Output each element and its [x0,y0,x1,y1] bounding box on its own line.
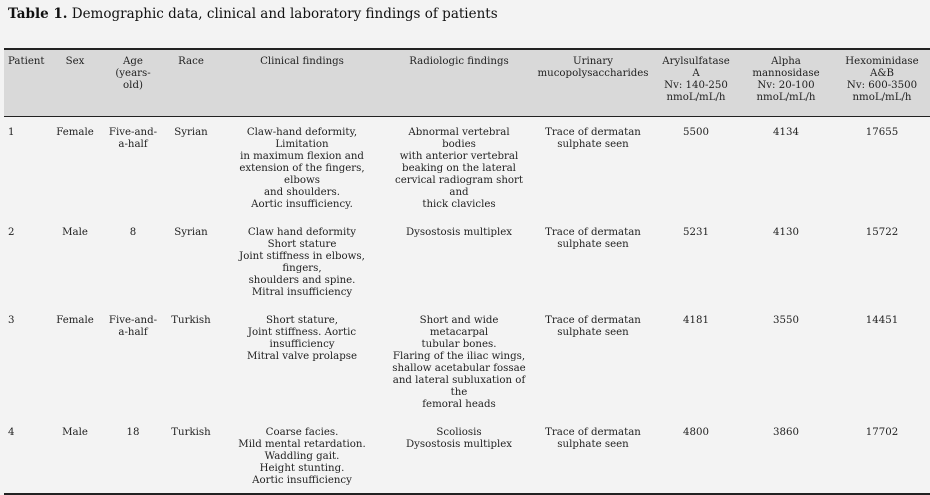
cell-race: Syrian [174,127,208,138]
table-row: 4 Male 18 Turkish Coarse facies. Mild me… [4,417,930,495]
cell-race: Turkish [171,315,211,326]
header-urinary-mucopolysaccharides: Urinary mucopolysaccharides [532,48,654,117]
cell-sex: Male [62,227,88,238]
table-header: Patient Sex Age (years-old) Race Clinica… [4,48,930,117]
header-race: Race [164,48,218,117]
cell-hexominidase: 17702 [834,417,930,495]
cell-race: Turkish [164,417,218,495]
table-row: 3 Female Five-and- a-half Turkish Short … [4,305,930,417]
cell-urinary: Trace of dermatan sulphate seen [532,417,654,495]
cell-age: Five-and- a-half [108,127,158,150]
cell-hexominidase: 17655 [865,127,899,138]
cell-radiologic: Dysostosis multiplex [405,227,513,238]
cell-mannosidase: 3550 [773,315,799,326]
table-body: 1 Female Five-and- a-half Syrian Claw-ha… [4,117,930,495]
cell-arylsulfatase: 5500 [683,127,709,138]
table-caption-label: Table 1. [8,6,68,22]
cell-arylsulfatase: 4800 [654,417,738,495]
cell-urinary: Trace of dermatan sulphate seen [545,227,641,250]
table-caption-text: Demographic data, clinical and laborator… [67,6,498,22]
cell-sex: Female [56,315,94,326]
cell-sex: Female [56,127,94,138]
header-arylsulfatase: Arylsulfatase A Nv: 140-250 nmoL/mL/h [654,48,738,117]
header-alpha-mannosidase: Alpha mannosidase Nv: 20-100 nmoL/mL/h [738,48,834,117]
cell-urinary: Trace of dermatan sulphate seen [545,315,641,338]
cell-patient: 3 [8,315,15,326]
cell-hexominidase: 15722 [865,227,899,238]
cell-age: 18 [102,417,164,495]
cell-urinary: Trace of dermatan sulphate seen [545,127,641,150]
cell-clinical: Short stature, Joint stiffness. Aortic i… [247,315,357,362]
cell-arylsulfatase: 4181 [683,315,709,326]
cell-patient: 1 [8,127,15,138]
cell-age: 8 [129,227,137,238]
demographic-table: Patient Sex Age (years-old) Race Clinica… [4,48,930,495]
table-row: 2 Male 8 Syrian Claw hand deformity Shor… [4,217,930,305]
cell-radiologic: Abnormal vertebral bodies with anterior … [394,127,523,210]
cell-mannosidase: 3860 [738,417,834,495]
cell-race: Syrian [174,227,208,238]
header-row: Patient Sex Age (years-old) Race Clinica… [4,48,930,117]
cell-radiologic: Short and wide metacarpal tubular bones.… [392,315,526,410]
cell-radiologic: Scoliosis Dysostosis multiplex [386,417,532,495]
cell-hexominidase: 14451 [865,315,899,326]
header-radiologic-findings: Radiologic findings [386,48,532,117]
header-hexominidase: Hexominidase A&B Nv: 600-3500 nmoL/mL/h [834,48,930,117]
header-age: Age (years-old) [102,48,164,117]
table-caption: Table 1. Demographic data, clinical and … [8,6,498,22]
header-sex: Sex [48,48,102,117]
table-frame: Patient Sex Age (years-old) Race Clinica… [4,48,930,495]
cell-mannosidase: 4130 [773,227,799,238]
cell-clinical: Claw hand deformity Short stature Joint … [239,227,365,298]
cell-clinical: Coarse facies. Mild mental retardation. … [218,417,386,495]
cell-clinical: Claw-hand deformity, Limitation in maxim… [239,127,365,210]
cell-mannosidase: 4134 [773,127,799,138]
cell-patient: 2 [8,227,15,238]
cell-sex: Male [48,417,102,495]
header-patient: Patient [4,48,48,117]
cell-age: Five-and- a-half [108,315,158,338]
header-clinical-findings: Clinical findings [218,48,386,117]
cell-patient: 4 [4,417,48,495]
table-row: 1 Female Five-and- a-half Syrian Claw-ha… [4,117,930,218]
cell-arylsulfatase: 5231 [683,227,709,238]
